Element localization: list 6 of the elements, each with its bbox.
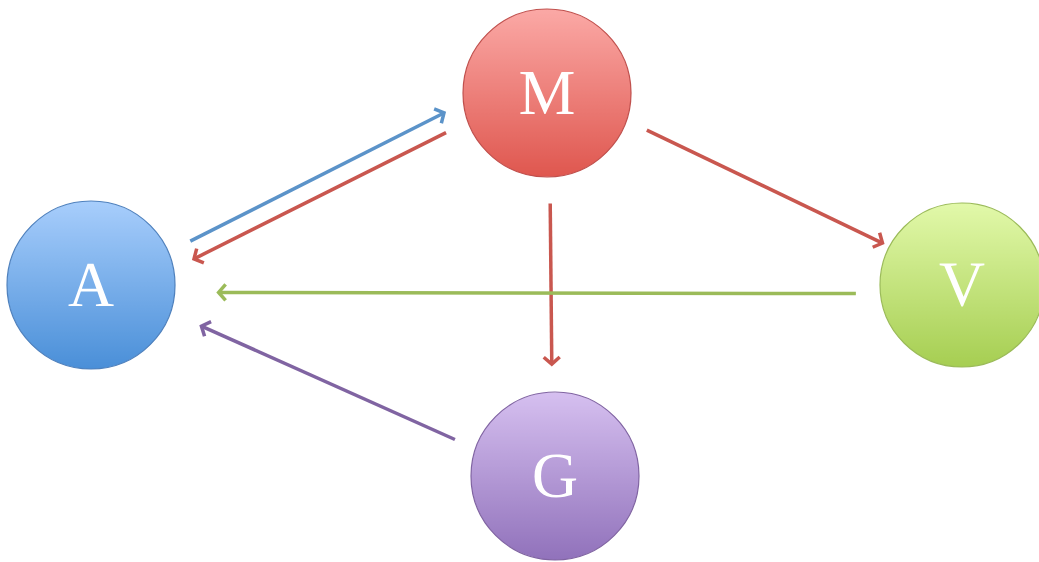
arrow	[542, 203, 561, 367]
arrow	[189, 107, 447, 243]
arrow	[216, 283, 856, 302]
arrow	[199, 320, 456, 442]
arrow	[646, 128, 885, 249]
arrow	[191, 131, 447, 265]
